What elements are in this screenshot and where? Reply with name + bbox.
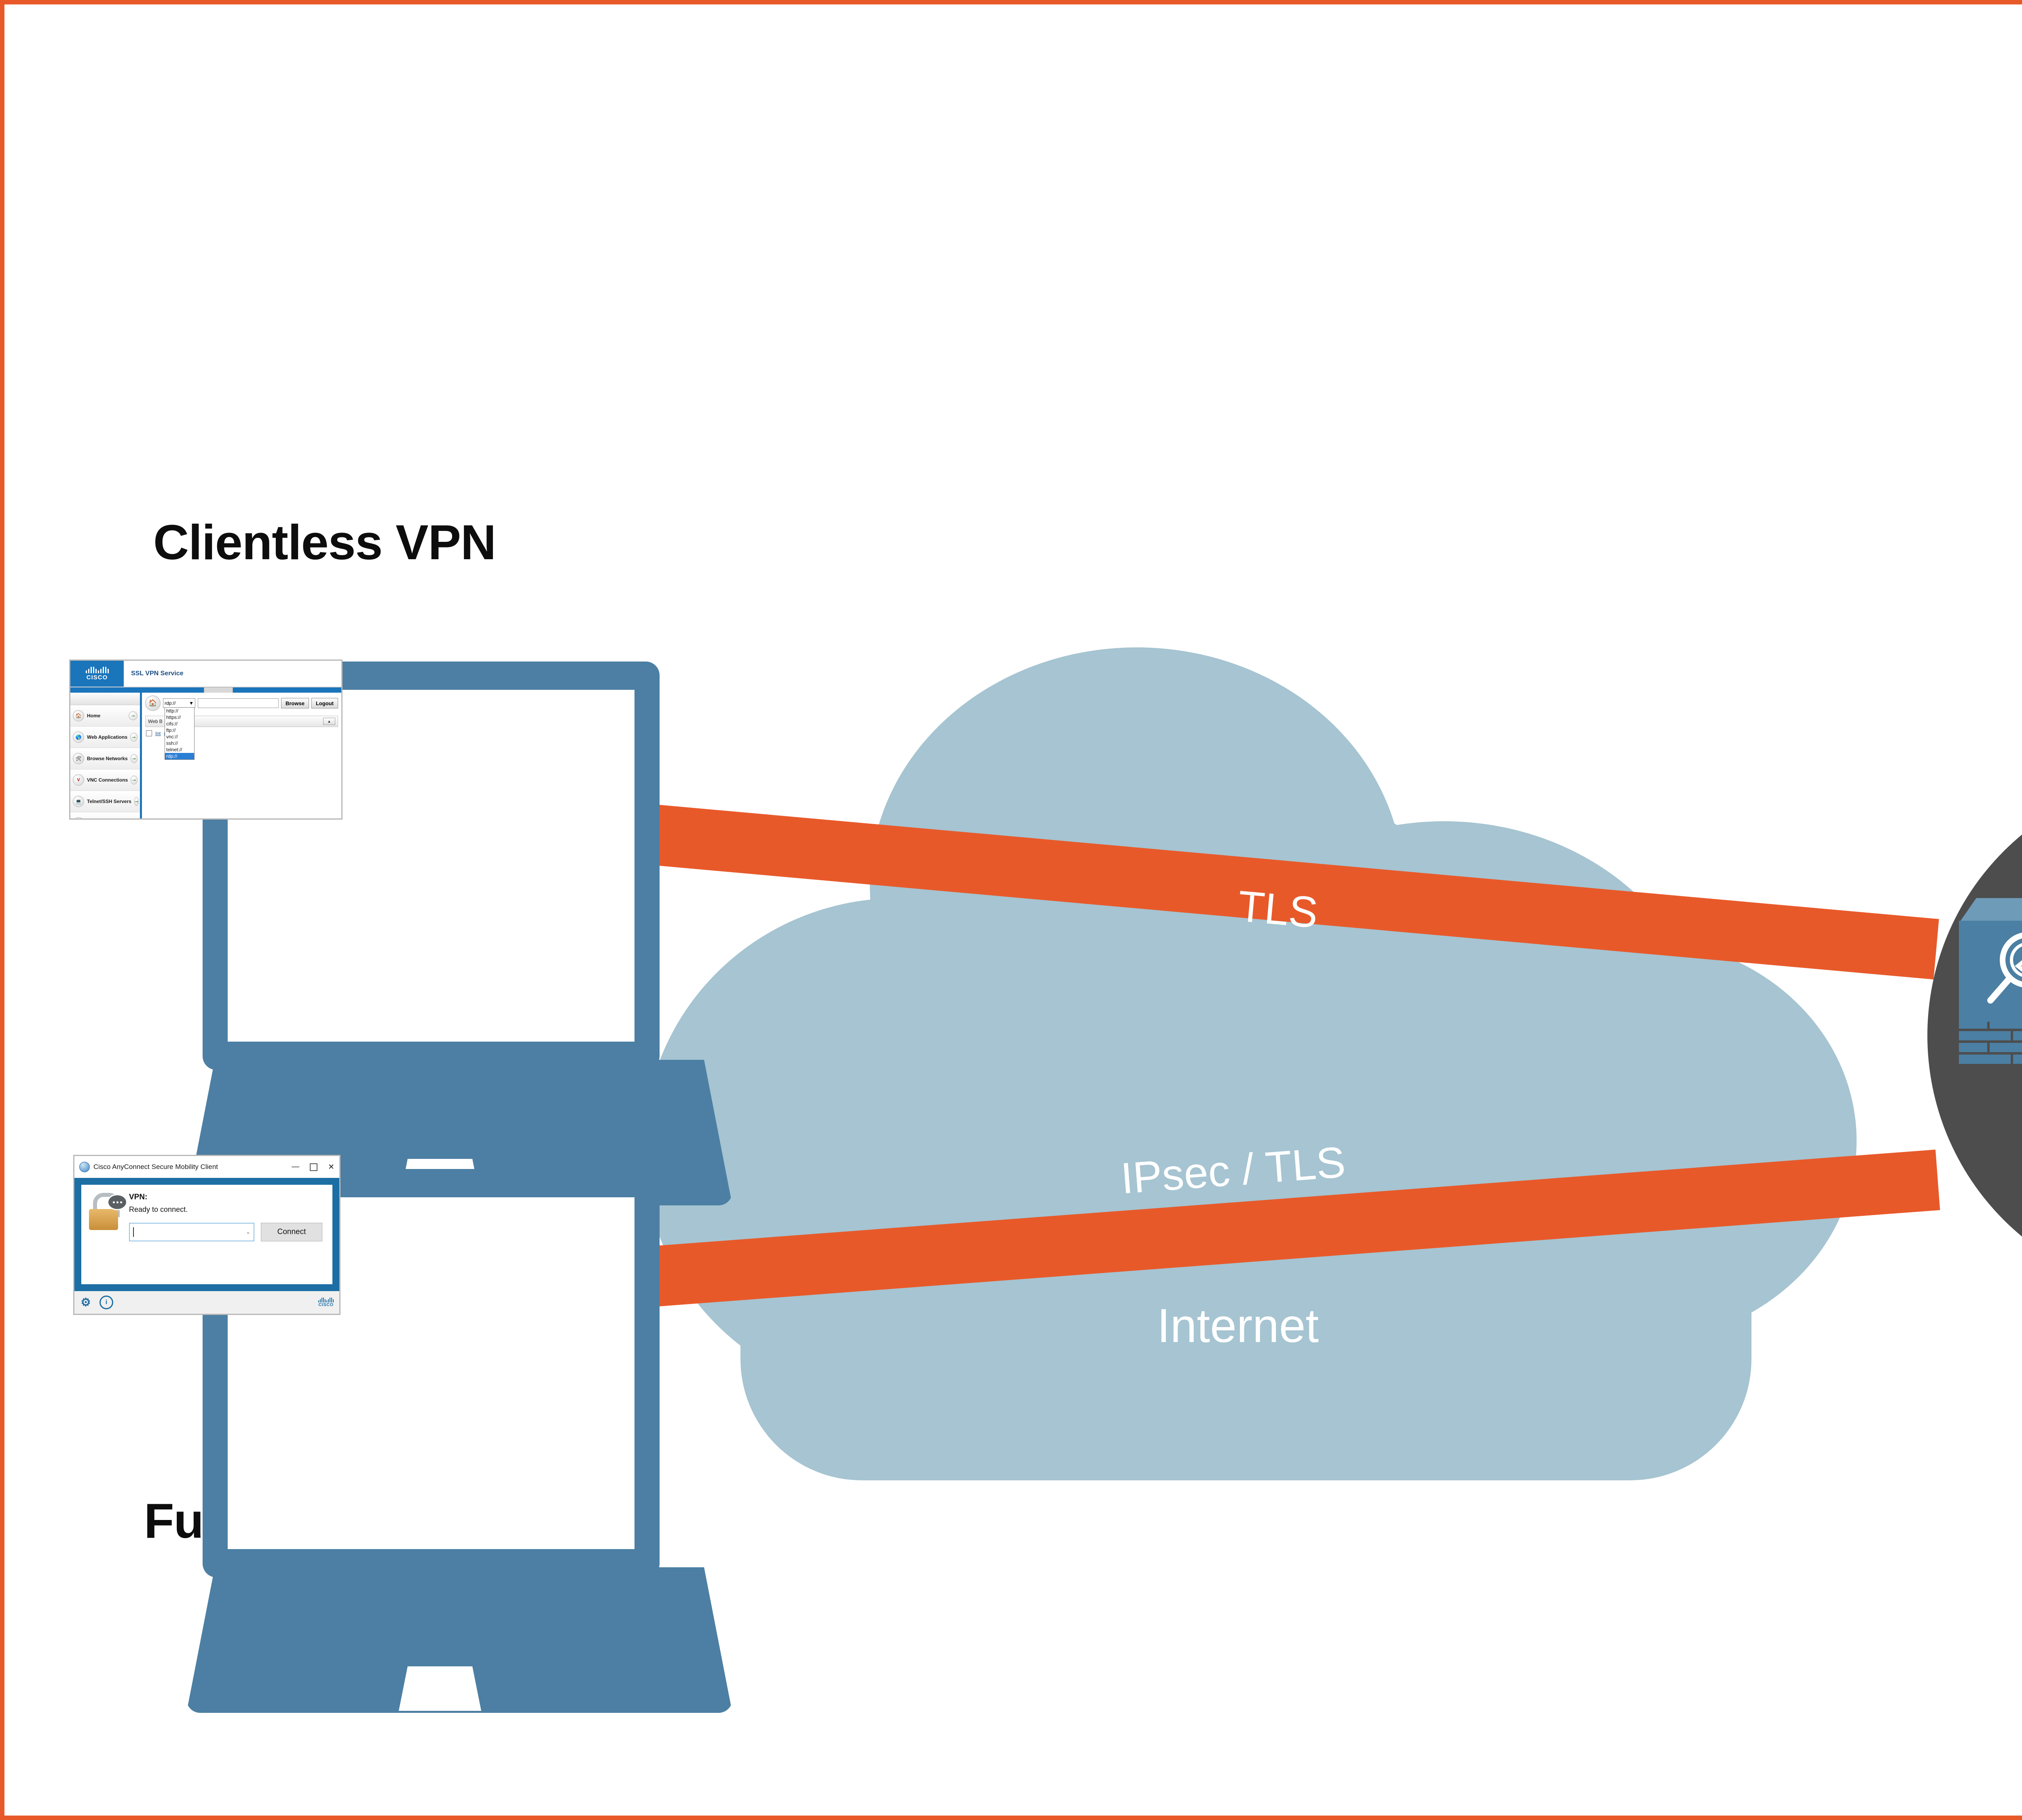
protocol-option[interactable]: ftp://: [166, 727, 176, 733]
anyconnect-titlebar: Cisco AnyConnect Secure Mobility Client …: [74, 1156, 339, 1178]
clientless-vpn-title: Clientless VPN: [153, 515, 496, 570]
protocol-option[interactable]: vnc://: [166, 734, 178, 740]
portal-home-icon[interactable]: 🏠: [145, 695, 161, 711]
lock-icon: [88, 1193, 127, 1230]
sidebar-item-terminal-servers[interactable]: 🖥 Terminal Servers ➞: [70, 812, 140, 820]
brick-pattern: [1959, 1019, 2022, 1068]
cloud-label: Internet: [1157, 1299, 1319, 1353]
maximize-button[interactable]: [310, 1163, 318, 1171]
sidebar-item-label: Home: [87, 713, 101, 719]
chevron-right-icon: ➞: [130, 754, 137, 763]
gear-icon[interactable]: ⚙: [80, 1296, 91, 1308]
magnifier-bidirectional-arrows-icon: [1987, 932, 2022, 1004]
sidebar-item-label: Telnet/SSH Servers: [87, 799, 131, 804]
cisco-wordmark: CISCO: [86, 674, 108, 681]
sidebar-item-browse-networks[interactable]: 🛠 Browse Networks ➞: [70, 748, 140, 769]
home-icon: 🏠: [73, 710, 84, 721]
vnc-icon: V: [73, 774, 84, 786]
browse-button[interactable]: Browse: [281, 698, 309, 708]
protocol-option[interactable]: telnet://: [166, 747, 182, 753]
info-icon[interactable]: i: [99, 1296, 113, 1309]
monitor-icon: 💻: [73, 796, 84, 807]
protocol-option[interactable]: ssh://: [166, 740, 178, 746]
protocol-select-value: rdp://: [165, 700, 176, 706]
sidebar-item-label: Browse Networks: [87, 756, 128, 761]
protocol-dropdown-list[interactable]: http:// https:// cifs:// ftp:// vnc:// s…: [165, 707, 195, 760]
cisco-wordmark: CISCO: [318, 1302, 334, 1307]
external-link-icon: [146, 730, 152, 736]
cisco-logo: CISCO: [70, 661, 124, 687]
chevron-right-icon: ➞: [130, 733, 137, 742]
protocol-option-selected[interactable]: rdp://: [165, 753, 194, 759]
vpn-status-text: Ready to connect.: [129, 1205, 188, 1213]
sidebar-item-home[interactable]: 🏠 Home ➞: [70, 705, 140, 727]
anyconnect-window[interactable]: Cisco AnyConnect Secure Mobility Client …: [73, 1155, 341, 1315]
appliance-top-face: [1959, 898, 2022, 923]
chevron-right-icon: ➞: [129, 711, 137, 720]
url-input[interactable]: [198, 698, 279, 708]
internet-cloud: [643, 647, 1917, 1484]
sidebar-item-web-applications[interactable]: 🌎 Web Applications ➞: [70, 727, 140, 748]
portal-toolbar: 🏠 rdp:// ▼ Browse Logout: [142, 693, 341, 713]
cisco-bars-icon: [318, 1298, 334, 1302]
portal-main-pane: 🏠 rdp:// ▼ Browse Logout http:// https:/…: [142, 693, 341, 818]
sidebar-item-label: Web Applications: [87, 734, 128, 740]
portal-blue-bar: [70, 687, 341, 693]
bookmarks-label: Web B: [148, 719, 163, 724]
connect-button[interactable]: Connect: [261, 1223, 322, 1241]
portal-sidebar: 🏠 Home ➞ 🌎 Web Applications ➞ 🛠 Browse N…: [70, 693, 142, 818]
sidebar-item-vnc-connections[interactable]: V VNC Connections ➞: [70, 769, 140, 791]
anyconnect-globe-icon: [79, 1162, 90, 1172]
terminal-icon: 🖥: [73, 817, 84, 818]
laptop-trackpad: [399, 1666, 481, 1711]
minimize-button[interactable]: —: [292, 1163, 300, 1171]
ssl-vpn-portal-window[interactable]: CISCO SSL VPN Service 🏠 Home ➞ 🌎 Web App…: [69, 660, 343, 820]
network-icon: 🛠: [73, 753, 84, 764]
protocol-option[interactable]: http://: [166, 708, 179, 714]
chevron-right-icon: ➞: [131, 776, 137, 784]
logout-button[interactable]: Logout: [311, 698, 338, 708]
anyconnect-panel: VPN: Ready to connect. ⌄ Connect: [81, 1185, 332, 1284]
protocol-select[interactable]: rdp:// ▼: [163, 698, 195, 708]
vpn-profile-input[interactable]: ⌄: [129, 1223, 254, 1241]
collapse-icon[interactable]: ▲: [323, 718, 335, 725]
chevron-right-icon: ➞: [134, 797, 139, 806]
globe-icon: 🌎: [73, 731, 84, 743]
cisco-bars-icon: [85, 666, 109, 673]
anyconnect-blue-area: VPN: Ready to connect. ⌄ Connect: [74, 1178, 339, 1291]
cisco-logo: CISCO: [318, 1298, 334, 1307]
close-button[interactable]: ✕: [328, 1163, 334, 1171]
text-caret: [133, 1227, 134, 1237]
sidebar-item-label: VNC Connections: [87, 777, 128, 783]
protocol-option[interactable]: cifs://: [166, 721, 178, 727]
status-dots-icon: [107, 1194, 127, 1210]
portal-service-title: SSL VPN Service: [131, 670, 184, 677]
protocol-option[interactable]: https://: [166, 714, 181, 720]
chevron-down-icon: ▼: [189, 700, 194, 706]
ips-appliance: [1959, 898, 2022, 1068]
chevron-right-icon: ➞: [129, 818, 138, 820]
resource-link[interactable]: Int: [155, 730, 161, 736]
portal-header: CISCO SSL VPN Service: [70, 661, 341, 687]
clientless-tunnel-label: TLS: [1236, 881, 1320, 937]
anyconnect-window-title: Cisco AnyConnect Secure Mobility Client: [93, 1163, 218, 1171]
anyconnect-footer: ⚙ i CISCO: [74, 1291, 339, 1314]
vpn-label: VPN:: [129, 1193, 148, 1201]
sidebar-item-telnet-ssh-servers[interactable]: 💻 Telnet/SSH Servers ➞: [70, 791, 140, 812]
chevron-down-icon[interactable]: ⌄: [246, 1229, 250, 1235]
